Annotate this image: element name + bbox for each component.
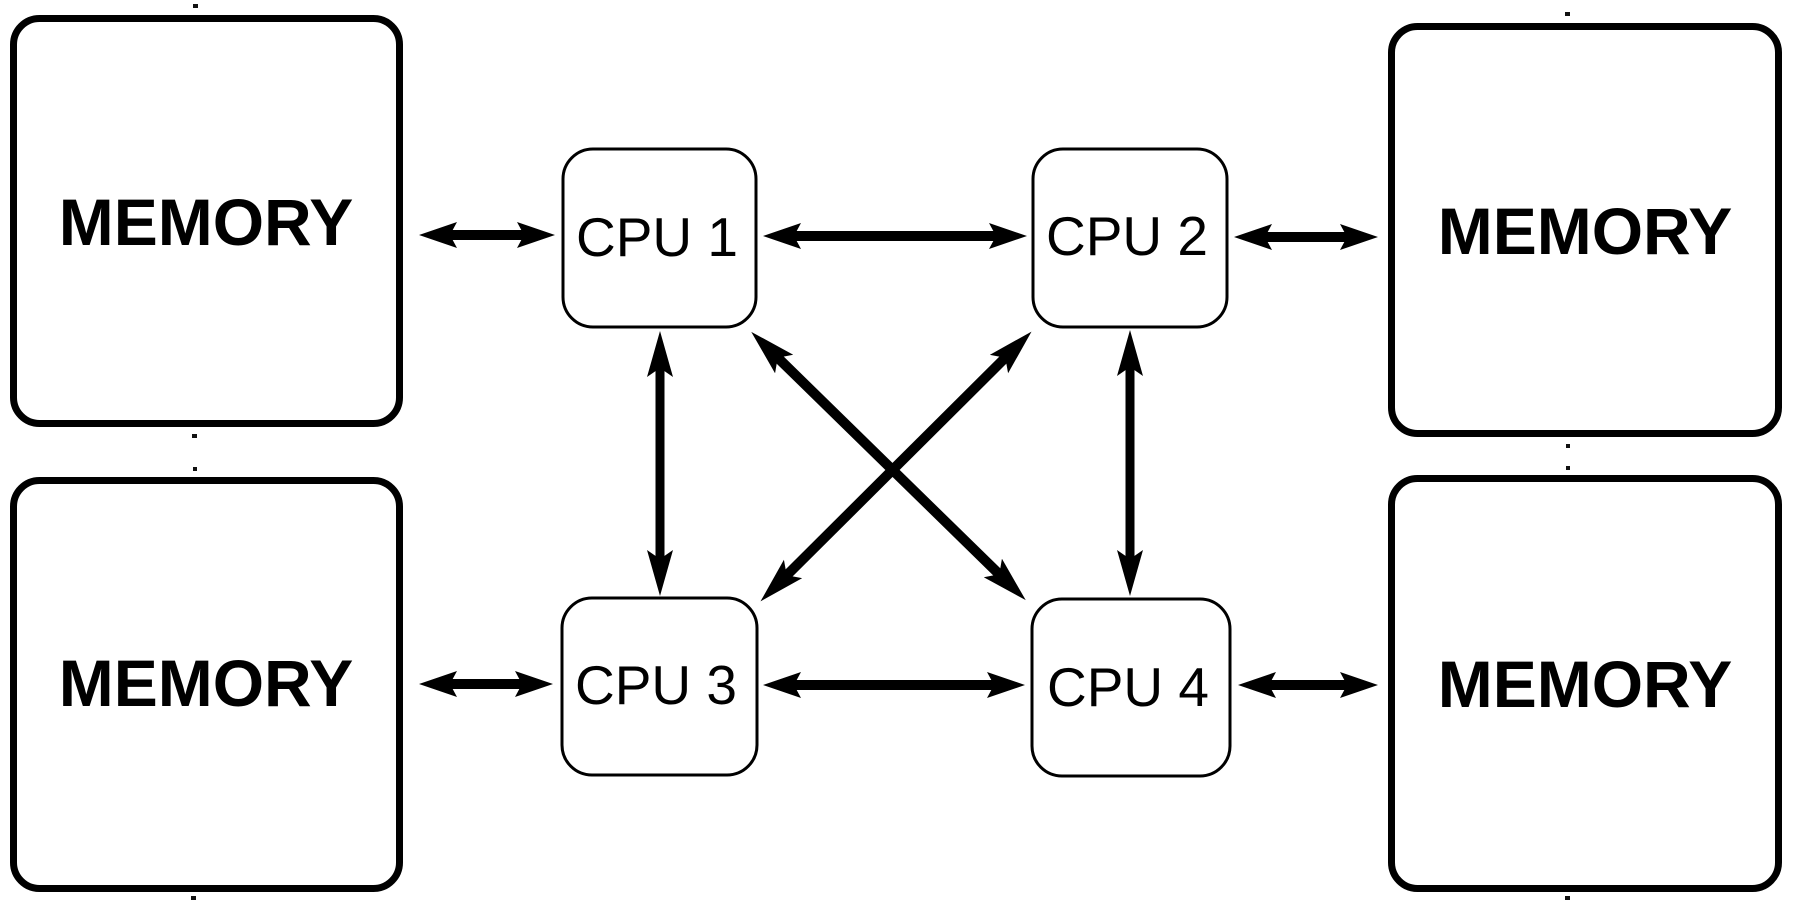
cpu4-label: CPU 4: [1047, 656, 1209, 718]
memory-bottom-left-box: [10, 477, 403, 892]
node-cpu2: CPU 2: [1031, 147, 1229, 329]
memory-bottom-right-box: [1388, 475, 1782, 892]
cpu4-box: [1030, 597, 1232, 778]
node-cpu3: CPU 3: [560, 596, 759, 777]
stray-mark: [1566, 466, 1570, 470]
memory-top-right-box: [1388, 23, 1782, 437]
stray-mark: [1566, 444, 1570, 448]
arrow-cpu2-cpu3: [760, 331, 1032, 602]
stray-mark: [1565, 896, 1570, 900]
edge-layer: [419, 222, 1378, 698]
stray-mark: [191, 896, 196, 900]
cpu2-label: CPU 2: [1046, 205, 1208, 267]
memory-top-right-label: MEMORY: [1438, 194, 1733, 268]
cpu1-label: CPU 1: [576, 206, 738, 268]
node-memory-bottom-left: MEMORY: [10, 477, 403, 892]
stray-mark: [1565, 12, 1570, 16]
node-memory-bottom-right: MEMORY: [1388, 475, 1782, 892]
cpu1-box: [561, 147, 758, 329]
stray-mark: [192, 434, 197, 438]
cpu3-box: [560, 596, 759, 777]
node-memory-top-left: MEMORY: [10, 15, 403, 427]
cpu2-box: [1031, 147, 1229, 329]
cpu3-label: CPU 3: [575, 654, 737, 716]
stray-mark: [193, 4, 198, 8]
node-memory-top-right: MEMORY: [1388, 23, 1782, 437]
stray-mark: [193, 467, 197, 471]
node-cpu1: CPU 1: [561, 147, 758, 329]
memory-top-left-label: MEMORY: [59, 185, 354, 259]
memory-top-left-box: [10, 15, 403, 427]
node-cpu4: CPU 4: [1030, 597, 1232, 778]
memory-bottom-right-label: MEMORY: [1438, 647, 1733, 721]
stray-marks: [191, 4, 1570, 900]
memory-bottom-left-label: MEMORY: [59, 646, 354, 720]
